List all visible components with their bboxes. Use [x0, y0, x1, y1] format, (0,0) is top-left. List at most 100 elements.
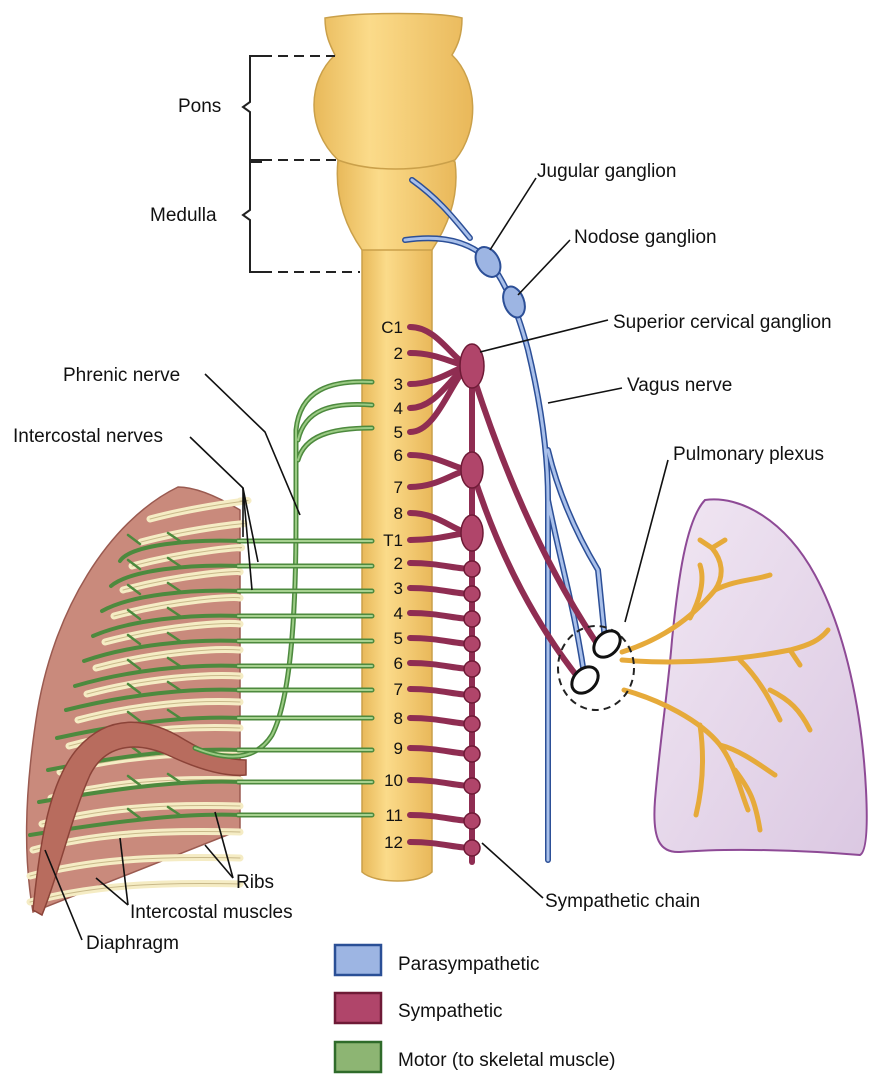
- segment-label: 11: [385, 806, 403, 825]
- segment-label: C1: [381, 318, 403, 337]
- label-nodose-ganglion: Nodose ganglion: [574, 227, 717, 248]
- intercostal-twig: [126, 772, 182, 787]
- spinal-cord: [361, 244, 433, 882]
- sympathetic-trunk: [469, 357, 603, 865]
- label-ribs: Ribs: [236, 872, 274, 893]
- rib-edge: [86, 675, 241, 695]
- segment-label: 6: [394, 446, 403, 465]
- intercostal-twig: [126, 680, 182, 695]
- rib-edge: [104, 623, 241, 643]
- intercostal-nerve-branch: [91, 613, 242, 638]
- legend: Parasympathetic Sympathetic Motor (to sk…: [333, 943, 616, 1074]
- segment-label: 12: [384, 833, 403, 852]
- intercostal-nerve-branch: [100, 588, 242, 613]
- label-jugular-ganglion: Jugular ganglion: [537, 161, 676, 182]
- chain-ganglion: [463, 745, 481, 763]
- segment-label: T1: [383, 531, 403, 550]
- chain-ganglion: [463, 686, 481, 704]
- label-phrenic-nerve: Phrenic nerve: [63, 365, 180, 386]
- chain-ganglion: [463, 660, 481, 678]
- brainstem-and-spinal-cord: [313, 12, 474, 882]
- label-diaphragm: Diaphragm: [86, 933, 179, 954]
- intercostal-twig: [126, 581, 182, 596]
- intercostal-nerve-branch: [55, 715, 242, 740]
- legend-label-parasympathetic: Parasympathetic: [398, 954, 540, 975]
- label-pons: Pons: [178, 96, 221, 117]
- label-vagus-nerve: Vagus nerve: [627, 375, 732, 396]
- label-intercostal-muscles: Intercostal muscles: [130, 902, 293, 923]
- vagus-nerve: [402, 177, 608, 863]
- label-sympathetic-chain: Sympathetic chain: [545, 891, 700, 912]
- rib-edge: [77, 701, 241, 721]
- legend-label-motor: Motor (to skeletal muscle): [398, 1050, 616, 1071]
- segment-label: 2: [394, 554, 403, 573]
- segment-label: 6: [394, 654, 403, 673]
- legend-item-parasympathetic: Parasympathetic: [333, 943, 540, 977]
- legend-swatch-motor: [333, 1040, 383, 1074]
- label-intercostal-nerves: Intercostal nerves: [13, 426, 163, 447]
- label-medulla: Medulla: [150, 205, 217, 226]
- diaphragm: [32, 721, 247, 917]
- rib-edge: [149, 500, 249, 520]
- lung-outline: [653, 498, 868, 857]
- label-pulmonary-plexus: Pulmonary plexus: [673, 444, 824, 465]
- superior-cervical-ganglion: [459, 343, 485, 389]
- chest-wall: [25, 486, 252, 917]
- brainstem-brackets: [241, 55, 360, 273]
- pons: [313, 12, 474, 170]
- intercostal-twig: [126, 656, 182, 671]
- label-superior-cervical-ganglion: Superior cervical ganglion: [613, 312, 832, 333]
- intercostal-nerve-branch: [118, 538, 242, 563]
- sympathetic-nerves: [407, 324, 603, 865]
- intercostal-nerve-branch: [73, 663, 242, 688]
- segment-label: 5: [394, 629, 403, 648]
- chain-ganglion: [463, 635, 481, 653]
- intercostal-twig: [126, 805, 182, 820]
- rib-edge: [95, 649, 241, 669]
- intercostal-twig: [126, 708, 182, 723]
- legend-swatch-sympathetic: [333, 991, 383, 1025]
- legend-swatch-parasympathetic: [333, 943, 383, 977]
- chain-ganglion: [463, 777, 481, 795]
- intercostal-twig: [126, 631, 182, 646]
- segment-label: 5: [394, 423, 403, 442]
- jugular-ganglion: [474, 246, 502, 278]
- segment-label: 2: [394, 344, 403, 363]
- segment-label: 4: [394, 604, 403, 623]
- pulmonary-plexus: [557, 625, 635, 711]
- intercostal-nerves: [235, 538, 375, 818]
- chain-ganglion: [463, 812, 481, 830]
- intercostal-nerve-branch: [109, 563, 242, 588]
- segment-label: 7: [394, 680, 403, 699]
- segment-label: 9: [394, 739, 403, 758]
- segment-label: 3: [394, 579, 403, 598]
- legend-label-sympathetic: Sympathetic: [398, 1001, 503, 1022]
- phrenic-nerve-core: [194, 380, 373, 758]
- intercostal-nerve-branch: [82, 638, 242, 663]
- legend-item-sympathetic: Sympathetic: [333, 991, 503, 1025]
- segment-label: 8: [394, 709, 403, 728]
- segment-label: 7: [394, 478, 403, 497]
- labels: Pons Medulla Jugular ganglion Nodose gan…: [13, 96, 832, 954]
- chain-ganglion: [463, 839, 481, 857]
- rib-edge: [113, 597, 241, 617]
- rib-edge: [131, 547, 243, 567]
- intercostal-twig: [126, 606, 182, 621]
- intercostal-nerve-branch: [64, 687, 242, 712]
- rib-edge: [122, 571, 241, 591]
- segment-label: 8: [394, 504, 403, 523]
- chain-ganglion: [463, 560, 481, 578]
- chain-ganglion: [463, 715, 481, 733]
- lung: [619, 498, 868, 857]
- chain-ganglion: [463, 610, 481, 628]
- stellate-ganglion: [460, 514, 484, 552]
- segment-label: 10: [384, 771, 403, 790]
- intercostal-twig: [126, 556, 182, 571]
- rib-edge: [29, 883, 241, 903]
- chain-ganglion: [463, 585, 481, 603]
- leader-lines: [44, 177, 669, 941]
- middle-cervical-ganglion: [460, 451, 484, 489]
- intercostal-twig: [126, 531, 182, 546]
